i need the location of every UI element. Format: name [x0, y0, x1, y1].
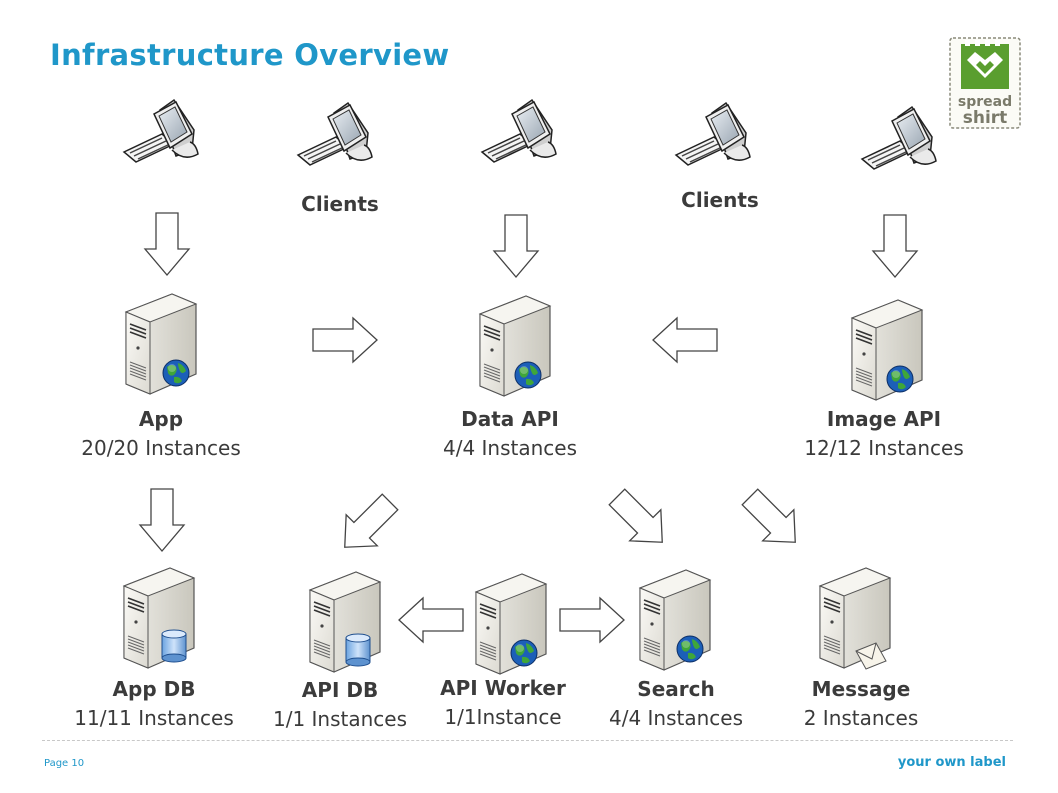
arrow-down-right-icon: [600, 480, 679, 559]
node-count: 2 Instances: [803, 706, 919, 730]
client-computer-icon: [861, 106, 937, 170]
logo-text-2: shirt: [963, 108, 1008, 128]
page-number: Page 10: [44, 758, 85, 769]
node-label-app-db: App DB 11/11 Instances: [74, 675, 233, 733]
arrow-down-icon: [493, 214, 539, 278]
arrow-down-icon: [139, 488, 185, 552]
node-label-image-api: Image API 12/12 Instances: [804, 405, 963, 463]
footer-label: your own label: [897, 755, 1006, 770]
node-label-search: Search 4/4 Instances: [609, 675, 743, 733]
globe-icon: [676, 635, 704, 663]
arrow-down-right-icon: [733, 480, 812, 559]
globe-icon: [162, 359, 190, 387]
node-count: 1/1 Instances: [272, 707, 408, 731]
database-icon: [161, 629, 187, 663]
node-count: 4/4 Instances: [608, 706, 744, 730]
arrow-down-left-icon: [328, 485, 407, 564]
globe-icon: [886, 365, 914, 393]
client-computer-icon: [297, 102, 373, 166]
node-name: API Worker: [440, 676, 566, 700]
node-name: App DB: [112, 677, 196, 701]
node-label-data-api: Data API 4/4 Instances: [443, 405, 577, 463]
client-computer-icon: [675, 102, 751, 166]
node-name: Image API: [826, 407, 942, 431]
node-name: API DB: [301, 678, 379, 702]
globe-icon: [514, 361, 542, 389]
clients-label: Clients: [301, 192, 379, 216]
node-name: App: [138, 407, 184, 431]
node-label-message: Message 2 Instances: [804, 675, 919, 733]
clients-label: Clients: [681, 188, 759, 212]
client-computer-icon: [481, 99, 557, 163]
arrow-right-icon: [559, 597, 625, 643]
page-title: Infrastructure Overview: [50, 38, 450, 72]
globe-icon: [510, 639, 538, 667]
node-label-api-db: API DB 1/1 Instances: [273, 676, 407, 734]
arrow-left-icon: [398, 597, 464, 643]
node-count: 1/1Instance: [444, 705, 562, 729]
client-computer-icon: [123, 99, 199, 163]
node-count: 20/20 Instances: [81, 436, 241, 460]
arrow-right-icon: [312, 317, 378, 363]
node-count: 11/11 Instances: [74, 706, 234, 730]
node-name: Data API: [461, 407, 559, 431]
footer-divider: [42, 740, 1013, 741]
arrow-left-icon: [652, 317, 718, 363]
node-label-app: App 20/20 Instances: [81, 405, 240, 463]
node-name: Search: [637, 677, 715, 701]
logo-text-1: spread: [958, 94, 1012, 110]
node-label-api-worker: API Worker 1/1Instance: [440, 674, 566, 732]
node-name: Message: [811, 677, 911, 701]
database-icon: [345, 633, 371, 667]
node-count: 4/4 Instances: [442, 436, 578, 460]
node-count: 12/12 Instances: [804, 436, 964, 460]
spreadshirt-logo: spread shirt: [949, 37, 1021, 129]
arrow-down-icon: [872, 214, 918, 278]
arrow-down-icon: [144, 212, 190, 276]
